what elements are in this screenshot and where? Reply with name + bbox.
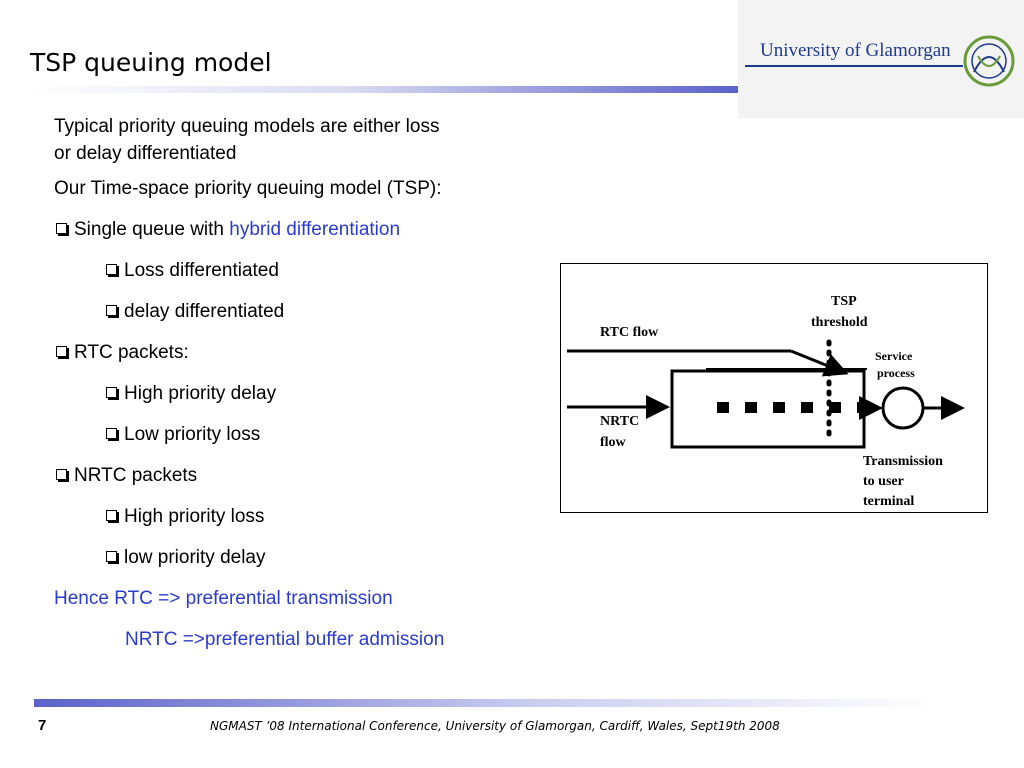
checkbox-bullet-icon — [106, 510, 117, 521]
logo-underline — [745, 65, 963, 67]
diagram-graphics — [567, 339, 965, 449]
slide-title: TSP queuing model — [30, 48, 272, 77]
hence-rtc-line: Hence RTC => preferential transmission — [54, 588, 393, 609]
service-label-line-2: process — [877, 366, 915, 380]
sub-bullet-text: Loss differentiated — [124, 260, 279, 281]
checkbox-bullet-icon — [106, 387, 117, 398]
checkbox-bullet-icon — [106, 264, 117, 275]
slide-number: 7 — [38, 717, 47, 734]
sub-bullet-delay-differentiated: delay differentiated — [106, 301, 284, 323]
bullet-nrtc-packets: NRTC packets — [56, 465, 197, 487]
footer-text: NGMAST ’08 International Conference, Uni… — [210, 719, 780, 733]
intro-line-1: Typical priority queuing models are eith… — [54, 116, 440, 137]
intro-line-2: or delay differentiated — [54, 143, 237, 164]
sub-bullet-low-priority-delay: low priority delay — [106, 547, 266, 569]
queued-packets — [717, 402, 869, 413]
sub-bullet-text: High priority loss — [124, 506, 265, 527]
sub-bullet-text: low priority delay — [124, 547, 266, 568]
transmission-label-line-3: terminal — [863, 494, 915, 509]
nrtc-label-line-2: flow — [600, 435, 626, 450]
university-seal-icon — [963, 35, 1015, 87]
tsp-label-line-2: threshold — [811, 315, 868, 330]
sub-bullet-low-priority-loss: Low priority loss — [106, 424, 260, 446]
bullet-single-queue-highlight: hybrid differentiation — [229, 219, 401, 240]
service-process-circle — [881, 386, 925, 430]
title-gradient-bar — [30, 86, 738, 93]
sub-bullet-high-priority-loss: High priority loss — [106, 506, 264, 528]
sub-bullet-text: Low priority loss — [124, 424, 261, 445]
nrtc-label-line-1: NRTC — [600, 414, 640, 429]
sub-bullet-text: delay differentiated — [124, 301, 285, 322]
tsp-queue-diagram: TSP threshold RTC flow Service process N… — [560, 263, 988, 513]
bullet-text: RTC packets: — [74, 342, 189, 363]
checkbox-bullet-icon — [106, 428, 117, 439]
checkbox-bullet-icon — [56, 469, 67, 480]
bullet-rtc-packets: RTC packets: — [56, 342, 189, 364]
footer-gradient-bar — [34, 699, 934, 707]
rtc-flow-label: RTC flow — [600, 325, 659, 340]
transmission-label-line-1: Transmission — [863, 454, 943, 469]
bullet-single-queue-prefix: Single queue with — [74, 219, 230, 240]
hence-nrtc-line: NRTC =>preferential buffer admission — [125, 629, 445, 650]
sub-bullet-high-priority-delay: High priority delay — [106, 383, 276, 405]
bullet-single-queue: Single queue with hybrid differentiation — [56, 219, 400, 241]
checkbox-bullet-icon — [56, 346, 67, 357]
our-model-line: Our Time-space priority queuing model (T… — [54, 178, 442, 199]
checkbox-bullet-icon — [106, 551, 117, 562]
sub-bullet-loss-differentiated: Loss differentiated — [106, 260, 279, 282]
tsp-label-line-1: TSP — [831, 294, 857, 309]
service-label-line-1: Service — [875, 349, 913, 363]
university-logo-text: University of Glamorgan — [760, 40, 951, 61]
bullet-text: NRTC packets — [74, 465, 198, 486]
checkbox-bullet-icon — [106, 305, 117, 316]
logo-panel — [738, 0, 1024, 118]
sub-bullet-text: High priority delay — [124, 383, 277, 404]
checkbox-bullet-icon — [56, 223, 67, 234]
transmission-label-line-2: to user — [863, 474, 904, 489]
